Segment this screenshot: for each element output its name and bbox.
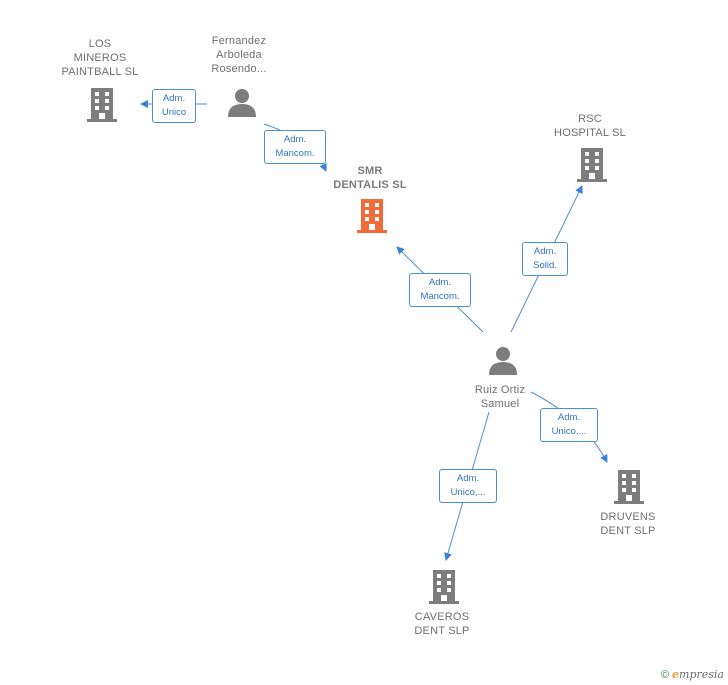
company-label-rsc-hospital[interactable]: RSC HOSPITAL SL (554, 113, 626, 139)
edge-label-adm-unico[interactable]: Adm. Unico (152, 89, 196, 123)
copyright-icon: © (660, 669, 669, 681)
brand-footer: © empresia (661, 668, 724, 681)
company-label-druvens[interactable]: DRUVENS DENT SLP (600, 511, 656, 537)
person-icon[interactable] (228, 89, 256, 117)
company-label-smr-dentalis[interactable]: SMR DENTALIS SL (333, 165, 407, 191)
edge-label-adm-mancom[interactable]: Adm. Mancom. (409, 273, 471, 307)
building-icon[interactable] (614, 470, 644, 504)
edge-label-adm-unico[interactable]: Adm. Unico,... (439, 469, 497, 503)
brand-logo: empresia (672, 668, 724, 681)
person-label-ruiz-ortiz[interactable]: Ruiz Ortiz Samuel (474, 384, 526, 410)
building-icon[interactable] (429, 570, 459, 604)
building-icon[interactable] (87, 88, 117, 122)
edge-label-adm-mancom[interactable]: Adm. Mancom. (264, 130, 326, 164)
company-label-los-mineros[interactable]: LOS MINEROS PAINTBALL SL (61, 38, 139, 78)
company-label-caveros[interactable]: CAVEROS DENT SLP (414, 611, 470, 637)
building-icon[interactable] (357, 199, 387, 233)
edge-label-adm-unico[interactable]: Adm. Unico,... (540, 408, 598, 442)
person-icon[interactable] (489, 347, 517, 375)
building-icon[interactable] (577, 148, 607, 182)
person-label-fernandez[interactable]: Fernandez Arboleda Rosendo... (211, 35, 267, 75)
edge-label-adm-solid[interactable]: Adm. Solid. (522, 242, 568, 276)
